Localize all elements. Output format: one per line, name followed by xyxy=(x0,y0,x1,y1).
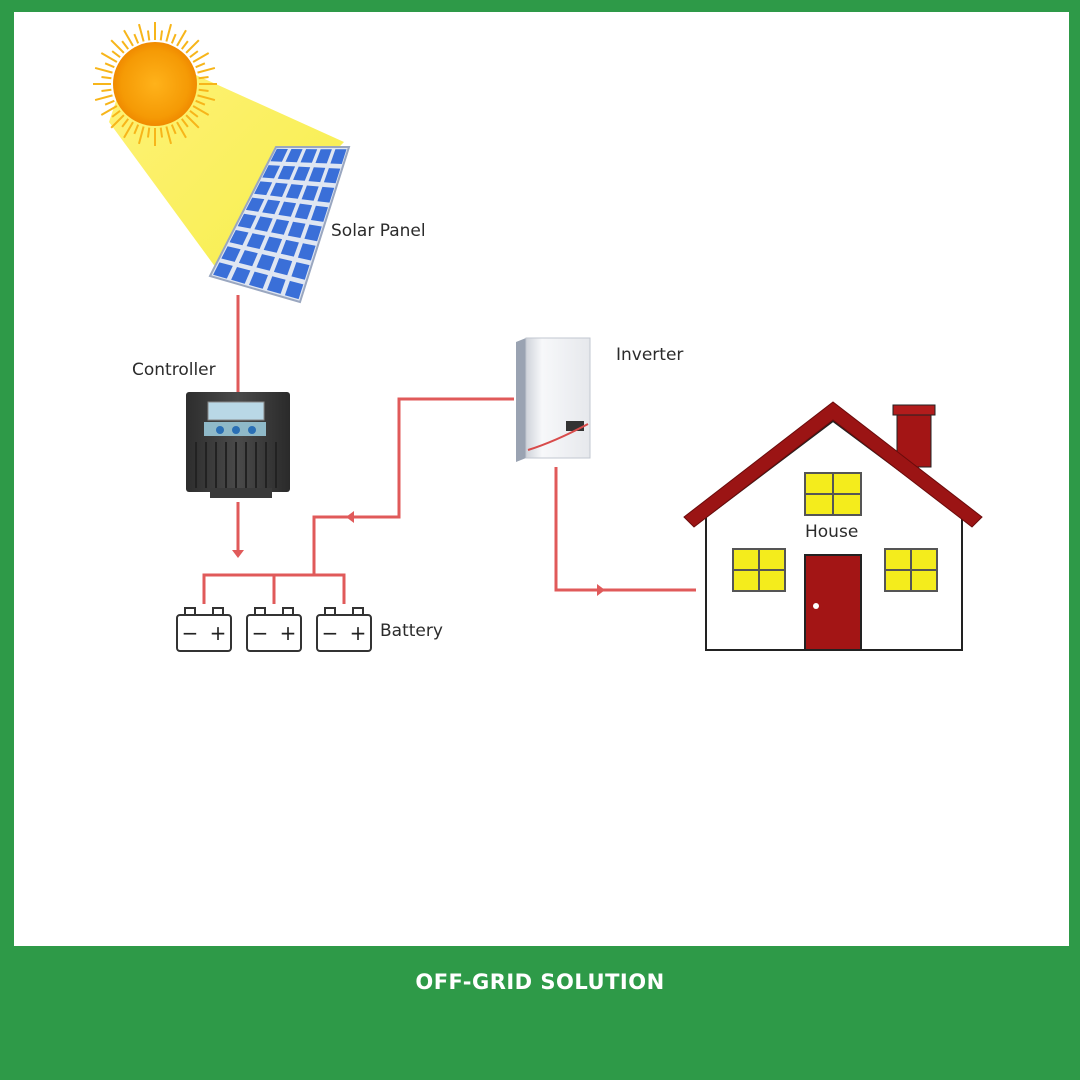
battery-label: Battery xyxy=(380,621,443,641)
battery-plus-label: + xyxy=(280,621,297,645)
battery-minus-label: − xyxy=(252,621,269,645)
battery-minus-label: − xyxy=(182,621,199,645)
battery-bank: −+−+−+ xyxy=(176,607,372,652)
wire-inverter-to-house xyxy=(554,467,696,592)
wire-battery-to-inverter xyxy=(312,397,514,575)
battery-minus-label: − xyxy=(322,621,339,645)
battery-plus-label: + xyxy=(210,621,227,645)
charge-controller-icon xyxy=(186,392,290,498)
house-icon xyxy=(683,401,983,651)
wire-arrows xyxy=(232,511,605,596)
diagram-panel: −+−+−+ Solar Panel Con xyxy=(14,12,1069,946)
battery-icon-1: −+ xyxy=(176,607,232,652)
solar-panel-icon xyxy=(208,146,351,304)
battery-plus-label: + xyxy=(350,621,367,645)
house-label: House xyxy=(805,522,859,542)
sun-icon xyxy=(93,22,217,146)
house-door xyxy=(804,554,862,651)
solar-panel-label: Solar Panel xyxy=(331,221,426,241)
inverter-label: Inverter xyxy=(616,345,684,365)
door-knob xyxy=(813,603,819,609)
inverter-icon xyxy=(516,337,591,462)
wiring xyxy=(202,295,696,604)
caption: OFF-GRID SOLUTION xyxy=(415,970,665,994)
battery-icon-3: −+ xyxy=(316,607,372,652)
off-grid-diagram: −+−+−+ xyxy=(93,22,983,652)
controller-label: Controller xyxy=(132,360,216,380)
battery-icon-2: −+ xyxy=(246,607,302,652)
